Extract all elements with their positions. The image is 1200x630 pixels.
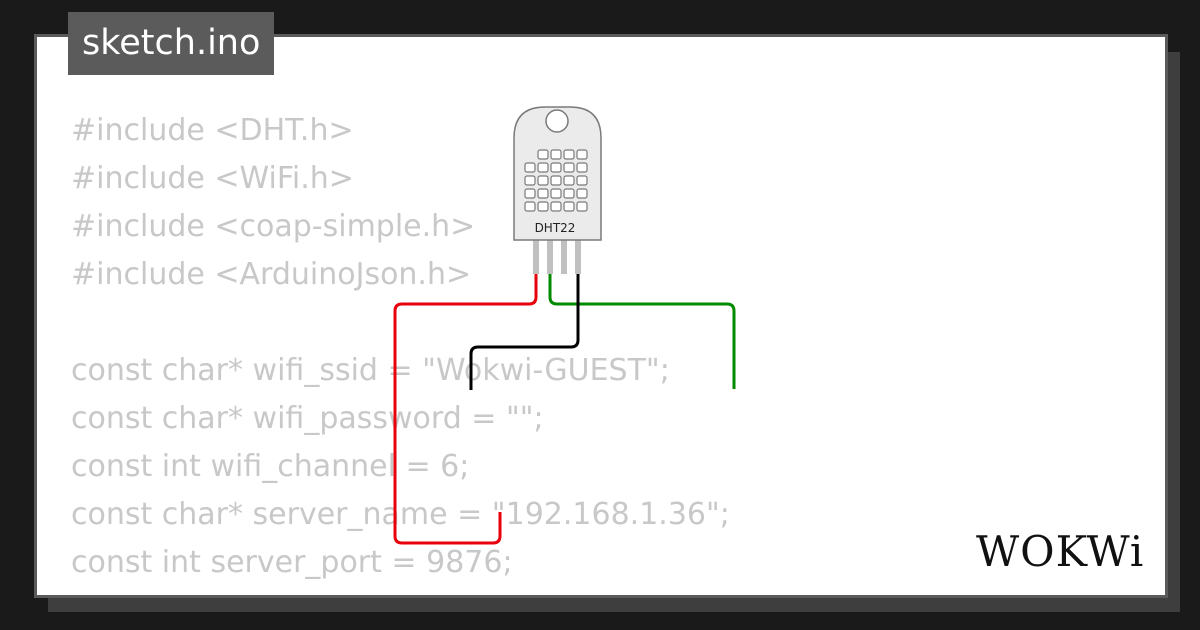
sensor-pins — [533, 238, 581, 274]
vent-slot — [537, 149, 549, 160]
vent-slot — [550, 188, 562, 199]
vent-slot — [563, 162, 575, 173]
wokwi-logo: WOKWi — [976, 528, 1144, 576]
code-line: const int server_port = 9876; — [71, 545, 513, 580]
wokwi-logo-text: WOKWi — [976, 528, 1144, 576]
pin-nc — [561, 238, 567, 274]
code-line: #include <DHT.h> — [71, 113, 354, 148]
vent-slot — [524, 188, 536, 199]
pin-vcc — [533, 238, 539, 274]
circuit-diagram: DHT22 — [393, 106, 736, 545]
vent-slot — [537, 162, 549, 173]
vent-slot — [576, 162, 588, 173]
code-line: const char* server_name = "192.168.1.36"… — [71, 497, 730, 532]
data-wire[interactable] — [548, 274, 736, 389]
vent-slot — [524, 201, 536, 212]
vent-slot — [537, 175, 549, 186]
vent-slot — [576, 201, 588, 212]
vent-slot — [537, 188, 549, 199]
code-line: #include <WiFi.h> — [71, 161, 354, 196]
sensor-vents — [524, 149, 588, 212]
gnd-wire[interactable] — [469, 274, 580, 390]
code-line: const int wifi_channel = 6; — [71, 449, 470, 484]
vent-slot — [563, 188, 575, 199]
file-tab[interactable]: sketch.ino — [68, 12, 275, 75]
code-line: #include <coap-simple.h> — [71, 209, 476, 244]
code-listing: #include <DHT.h> #include <WiFi.h> #incl… — [71, 107, 730, 587]
pin-data — [547, 238, 553, 274]
code-line: const char* wifi_password = ""; — [71, 401, 544, 436]
vent-slot — [537, 201, 549, 212]
vent-slot — [563, 149, 575, 160]
mounting-hole-icon — [545, 109, 569, 133]
vent-slot — [576, 175, 588, 186]
vcc-wire[interactable] — [393, 274, 538, 545]
dht22-sensor[interactable]: DHT22 — [513, 106, 602, 241]
code-line: #include <ArduinoJson.h> — [71, 257, 472, 292]
sketch-preview-card: #include <DHT.h> #include <WiFi.h> #incl… — [34, 34, 1168, 598]
vent-slot — [563, 175, 575, 186]
vent-slot — [550, 175, 562, 186]
code-line: const char* wifi_ssid = "Wokwi-GUEST"; — [71, 353, 670, 388]
pin-gnd — [575, 238, 581, 274]
vent-slot — [524, 175, 536, 186]
vent-slot — [576, 149, 588, 160]
vent-slot — [576, 188, 588, 199]
vent-slot — [550, 149, 562, 160]
vent-slot — [550, 201, 562, 212]
vent-slot — [563, 201, 575, 212]
sensor-label: DHT22 — [535, 221, 576, 235]
vent-slot — [524, 162, 536, 173]
vent-slot — [550, 162, 562, 173]
